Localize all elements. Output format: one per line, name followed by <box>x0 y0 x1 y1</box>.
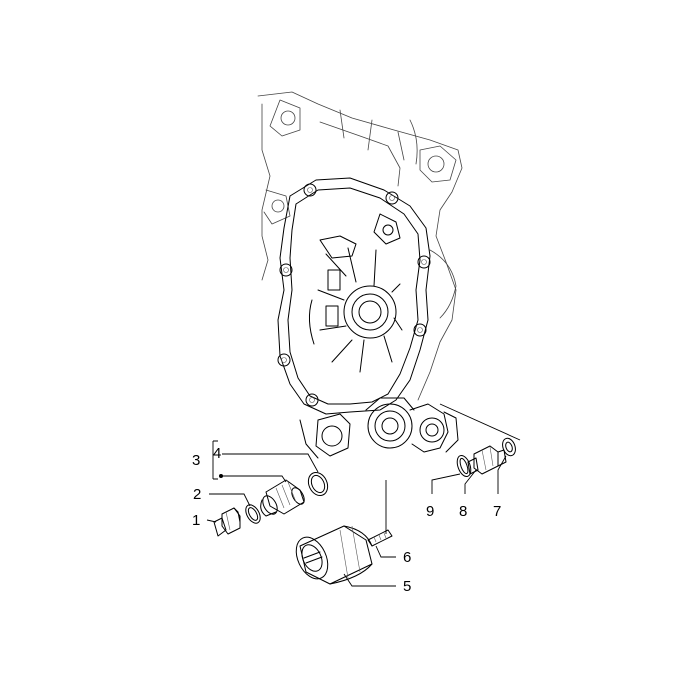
callout-5: 5 <box>403 578 411 595</box>
oil-filter-housing <box>299 397 459 459</box>
callout-9: 9 <box>426 503 434 520</box>
part-8-pressure-switch <box>467 445 507 475</box>
callout-6: 6 <box>403 549 411 566</box>
callout-8: 8 <box>459 503 467 520</box>
part-4-o-ring <box>307 471 329 497</box>
callout-4: 4 <box>213 445 221 462</box>
callout-1: 1 <box>192 512 200 529</box>
engine-casing-background <box>257 91 463 401</box>
part-3-filter-screen <box>260 479 305 517</box>
crankcase-cover <box>277 177 431 415</box>
callout-labels: 1 2 3 4 5 6 7 8 9 <box>192 445 501 595</box>
callout-3: 3 <box>192 452 200 469</box>
callout-2: 2 <box>193 486 201 503</box>
part-1-drain-plug <box>213 507 241 537</box>
part-9-seal-ring <box>456 454 472 478</box>
part-6-threaded-stud <box>367 529 393 547</box>
callout-7: 7 <box>493 503 501 520</box>
part-5-oil-filter <box>295 525 373 585</box>
part-2-o-ring <box>245 504 261 524</box>
part-7-washer <box>502 437 516 457</box>
leader-lines <box>206 403 521 587</box>
